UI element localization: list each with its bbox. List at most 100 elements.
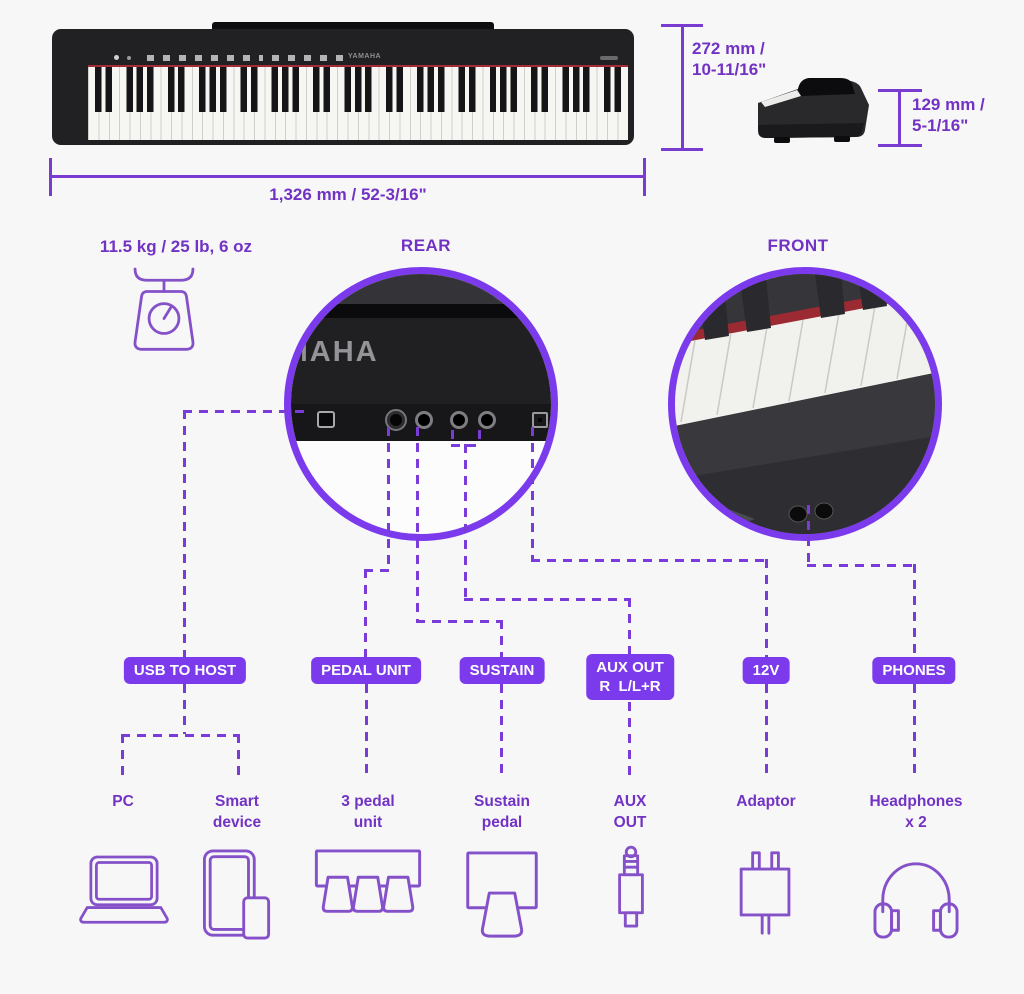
connector-power-v2 xyxy=(765,559,768,659)
connector-phones-v2 xyxy=(913,564,916,659)
dim-height-line2: 10-11/16" xyxy=(692,60,767,79)
dim-depth-label: 129 mm / 5-1/16" xyxy=(912,94,985,136)
power-button-dot xyxy=(114,55,119,60)
front-photo-circle xyxy=(668,267,942,541)
connector-aux-bracket-left xyxy=(451,430,454,444)
connector-power-h xyxy=(531,559,767,562)
piano-top-view: YAMAHA xyxy=(52,22,634,145)
connector-usb-low-h xyxy=(121,734,239,737)
badge-usb-to-host: USB TO HOST xyxy=(123,657,247,684)
piano-side-view xyxy=(752,75,876,147)
badge-sustain: SUSTAIN xyxy=(459,657,545,684)
dim-depth-cap-bottom xyxy=(878,144,922,147)
label-headphones: Headphones x 2 xyxy=(869,791,962,833)
rear-photo-circle: YAMAHA xyxy=(284,267,558,541)
rear-panel-groove xyxy=(291,304,551,318)
badge-phones: PHONES xyxy=(872,657,956,684)
rear-heading: REAR xyxy=(400,236,452,255)
rear-panel-face xyxy=(291,318,551,404)
label-adaptor: Adaptor xyxy=(736,793,796,810)
badge-12v: 12V xyxy=(742,657,790,684)
label-aux-out: AUX OUT xyxy=(614,791,647,833)
aux-out-r-jack xyxy=(450,411,468,429)
piano-music-rest-ledge xyxy=(212,22,494,33)
three-pedal-icon xyxy=(312,848,424,924)
label-smart-device: Smart device xyxy=(213,791,261,833)
weight-label: 11.5 kg / 25 lb, 6 oz xyxy=(99,237,253,256)
laptop-icon xyxy=(78,852,170,930)
dim-height-line1: 272 mm / xyxy=(692,39,765,58)
dim-width-label: 1,326 mm / 52-3/16" xyxy=(269,185,427,204)
connector-aux-h xyxy=(464,598,630,601)
volume-dot xyxy=(127,56,131,60)
pedal-unit-din-port xyxy=(385,409,407,431)
connector-smart-v xyxy=(237,734,240,778)
aux-plug-icon xyxy=(612,845,650,933)
scale-icon xyxy=(122,262,206,362)
power-adaptor-icon xyxy=(736,850,796,936)
usb-to-host-port xyxy=(317,411,335,428)
dim-width-line xyxy=(49,175,645,178)
label-pedal3-line1: 3 pedal xyxy=(341,793,395,810)
connector-phones-h xyxy=(807,564,915,567)
connector-sustain-low-v xyxy=(500,684,503,778)
label-aux-line1: AUX xyxy=(613,793,647,810)
connector-pedal-v1 xyxy=(387,427,390,569)
connector-pedal-h xyxy=(364,569,390,572)
connector-usb-low-v xyxy=(183,684,186,734)
label-aux-line2: OUT xyxy=(613,814,647,831)
connector-usb-v xyxy=(183,410,186,659)
control-buttons-strip xyxy=(272,55,344,61)
label-sustain-line2: pedal xyxy=(481,814,523,831)
badge-aux-line1: AUX OUT xyxy=(596,659,664,676)
connector-aux-low-v xyxy=(628,702,631,778)
dim-width-cap-right xyxy=(643,158,646,196)
model-marking xyxy=(600,56,618,60)
rear-panel-top xyxy=(291,274,551,304)
badge-pedal-unit: PEDAL UNIT xyxy=(311,657,421,684)
connector-pedal-low-v xyxy=(365,684,368,778)
connector-sustain-v2 xyxy=(500,620,503,659)
yamaha-logo: YAMAHA xyxy=(284,336,379,368)
front-keys-photo xyxy=(675,274,935,534)
control-buttons-strip xyxy=(147,55,263,61)
sustain-jack xyxy=(415,411,433,429)
badge-aux-line2: R L/L+R xyxy=(599,678,661,695)
dim-depth-line xyxy=(898,89,901,146)
label-headphones-line1: Headphones xyxy=(869,793,963,810)
sustain-pedal-icon xyxy=(464,850,540,942)
label-headphones-line2: x 2 xyxy=(905,814,927,831)
tablet-phone-icon xyxy=(200,848,274,940)
connector-phones-v1 xyxy=(807,505,810,564)
dim-height-cap-bottom xyxy=(661,148,703,151)
dc-in-port xyxy=(532,412,548,428)
black-keys xyxy=(88,67,628,112)
label-smart-line2: device xyxy=(212,814,262,831)
piano-logo-small: YAMAHA xyxy=(348,53,382,60)
badge-aux-out: AUX OUT R L/L+R xyxy=(586,654,674,700)
connector-phones-low-v xyxy=(913,684,916,778)
label-pedal3-line2: unit xyxy=(353,814,383,831)
connector-power-low-v xyxy=(765,684,768,778)
aux-out-l-jack xyxy=(478,411,496,429)
front-heading: FRONT xyxy=(767,236,829,255)
connector-aux-v2 xyxy=(628,598,631,655)
label-sustain-pedal: Sustain pedal xyxy=(474,791,530,833)
connector-sustain-h xyxy=(416,620,502,623)
connector-usb-h xyxy=(183,410,305,413)
connector-aux-bracket-right xyxy=(478,430,481,444)
label-smart-line1: Smart xyxy=(215,793,259,810)
dim-depth-line1: 129 mm / xyxy=(912,95,985,114)
connector-pedal-v2 xyxy=(364,569,367,659)
dim-depth-line2: 5-1/16" xyxy=(912,116,969,135)
connector-power-v1 xyxy=(531,427,534,559)
connector-pc-v xyxy=(121,734,124,778)
connector-aux-v1 xyxy=(464,444,467,598)
dim-height-line xyxy=(681,24,684,150)
label-sustain-line1: Sustain xyxy=(474,793,530,810)
dim-height-label: 272 mm / 10-11/16" xyxy=(692,38,766,80)
label-3-pedal-unit: 3 pedal unit xyxy=(341,791,394,833)
connector-sustain-v1 xyxy=(416,427,419,620)
headphones-icon xyxy=(872,855,960,941)
